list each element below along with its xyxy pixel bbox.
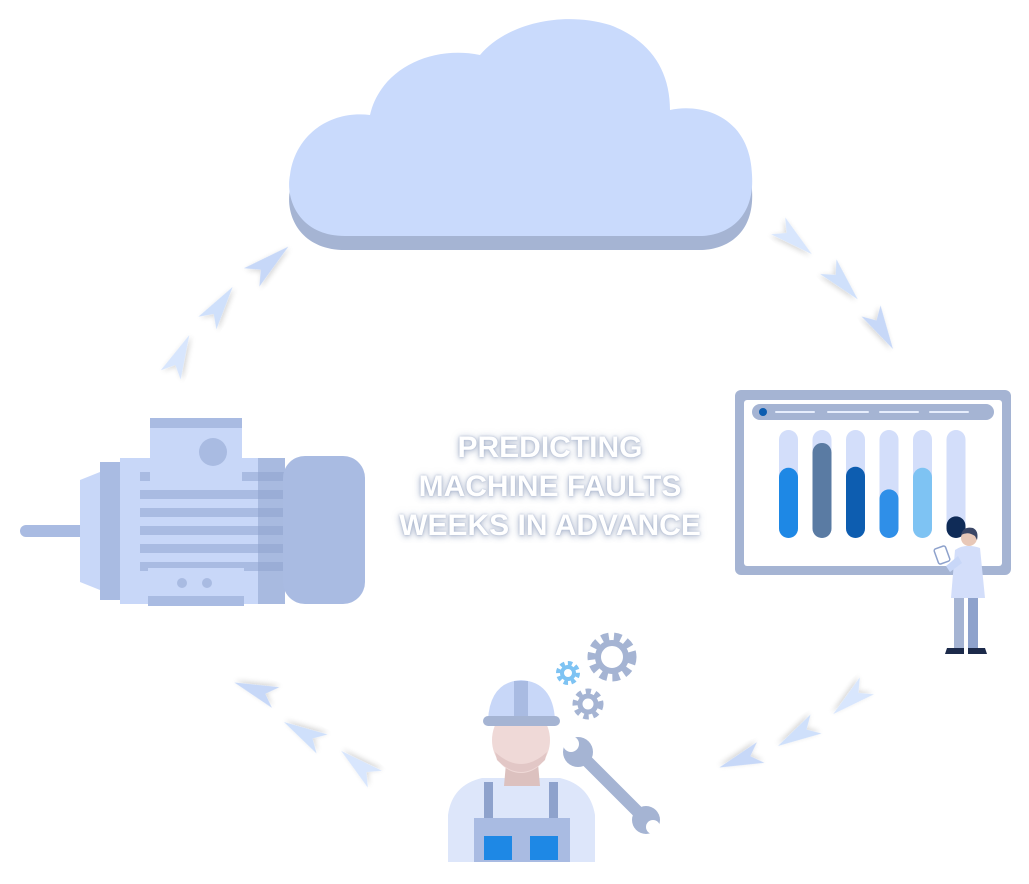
motor-flange (100, 462, 122, 600)
engineer-person-icon (448, 680, 595, 862)
hard-hat-brim (483, 716, 560, 726)
monitor-screen (744, 400, 1002, 566)
motor-terminal-port (199, 438, 227, 466)
engineer-strap (484, 782, 493, 822)
engineer-strap (549, 782, 558, 822)
cloud-icon (289, 19, 753, 250)
analyst-hair (961, 527, 978, 540)
cycle-arrow-icon (820, 259, 858, 300)
bar-track (946, 430, 966, 538)
cycle-arrow-icon (198, 286, 233, 330)
cycle-arrow-icon (243, 246, 289, 287)
analyst-shoe (945, 648, 964, 654)
motor-base-plate (148, 596, 244, 606)
wrench-icon (563, 736, 660, 834)
cycle-arrows (160, 217, 893, 788)
dashboard-monitor-icon (735, 390, 1011, 575)
bar-fill (779, 467, 798, 538)
gear-icon (572, 688, 604, 720)
tablet-icon (933, 545, 951, 565)
bar-fill (946, 516, 966, 538)
motor-terminal-box (150, 418, 242, 490)
analyst-torso (951, 545, 985, 598)
cycle-arrow-icon (833, 677, 874, 715)
bar-fill (879, 489, 899, 538)
bar-fill (846, 466, 865, 538)
cycle-arrow-icon (234, 682, 280, 708)
bar-fill (913, 467, 932, 538)
cycle-arrow-icon (719, 742, 765, 768)
cycle-arrow-icon (283, 722, 328, 754)
motor-terminal-cap (150, 418, 242, 428)
title-line-2: MACHINE FAULTS (418, 470, 682, 503)
title-line-1: PREDICTING (457, 431, 643, 464)
motor-shaft (20, 525, 90, 537)
analyst-shoe (968, 648, 987, 654)
engineer-pocket (530, 836, 558, 860)
cycle-arrow-icon (771, 217, 812, 255)
cloud-body (289, 19, 753, 236)
gear-icon (587, 632, 637, 682)
hard-hat-ridge (514, 681, 528, 716)
cycle-arrow-icon (861, 305, 893, 350)
dashboard-bars (779, 430, 966, 538)
analyst-arm (946, 556, 962, 572)
monitor-topbar (752, 404, 994, 420)
analyst-leg (954, 592, 964, 650)
cycle-arrow-icon (341, 750, 382, 788)
bar-fill (812, 442, 832, 538)
cycle-arrow-icon (777, 714, 822, 746)
engineer-pocket (484, 836, 512, 860)
cycle-arrow-icon (160, 335, 190, 380)
analyst-leg (968, 592, 978, 650)
motor-bolt (177, 578, 187, 588)
engineer-chin-shadow (495, 752, 547, 772)
motor-side-band (258, 458, 285, 604)
gear-icon (556, 661, 580, 685)
analyst-person-icon (933, 527, 987, 654)
title-line-3: WEEKS IN ADVANCE (399, 509, 701, 542)
electric-motor-icon (20, 418, 365, 606)
motor-front-cap (80, 470, 105, 592)
diagram-title: PREDICTING MACHINE FAULTS WEEKS IN ADVAN… (370, 428, 730, 545)
motor-rear-housing (283, 456, 365, 604)
monitor-topbar-dot (759, 408, 767, 416)
motor-bolt (202, 578, 212, 588)
